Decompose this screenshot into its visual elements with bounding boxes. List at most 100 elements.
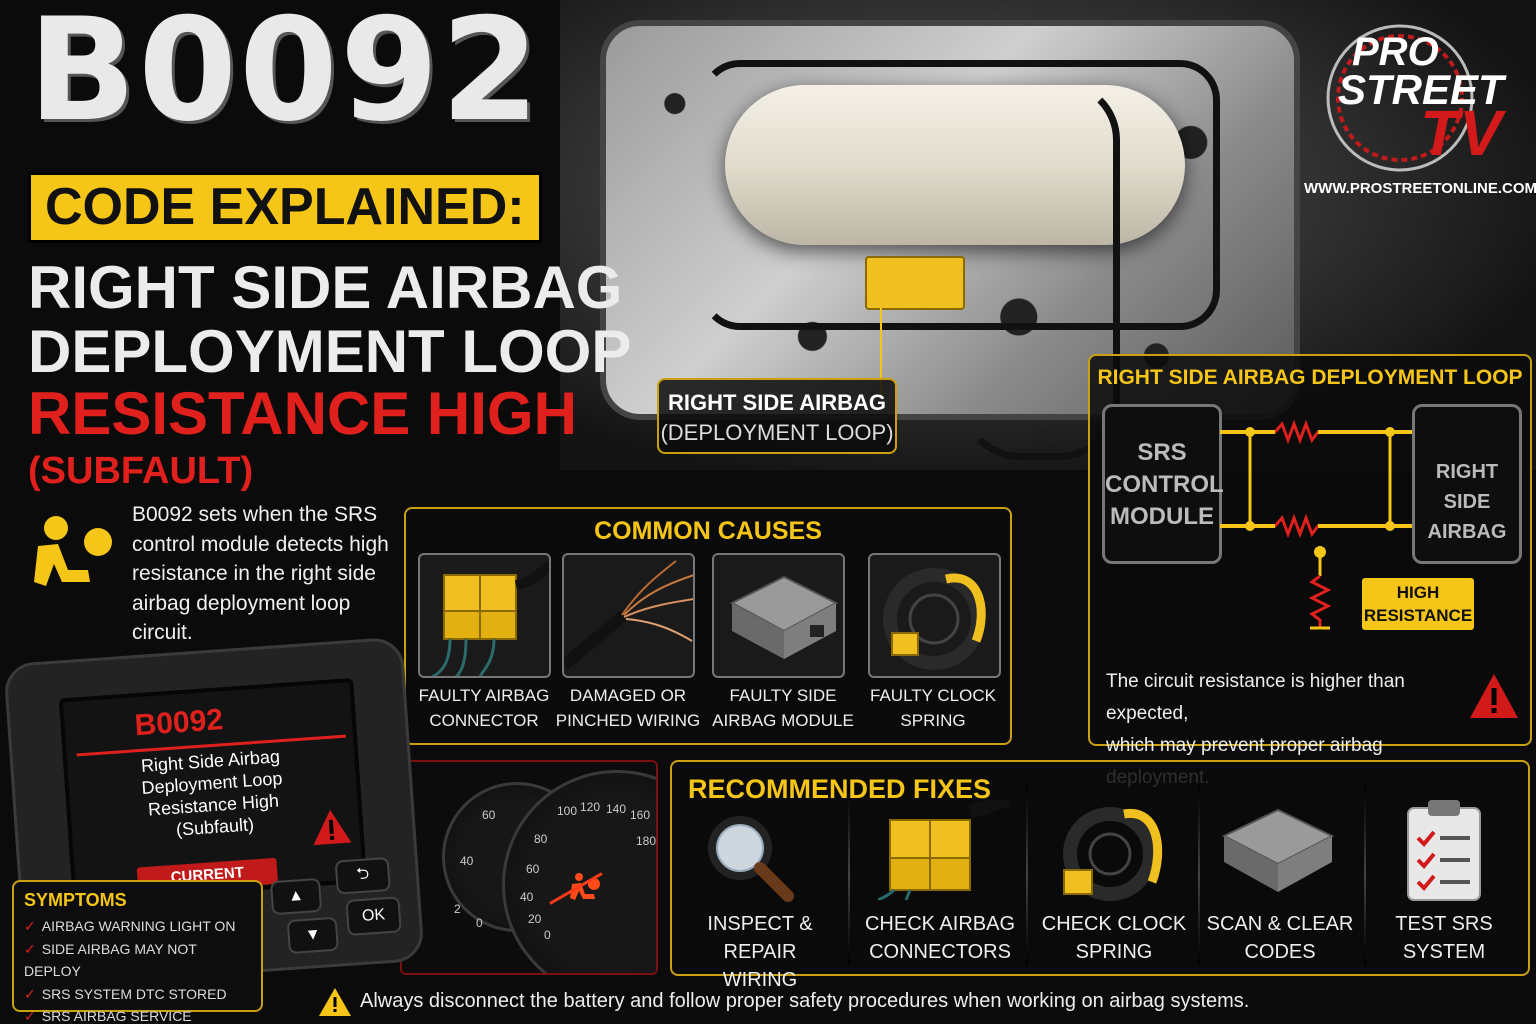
brand-url[interactable]: WWW.PROSTREETONLINE.COM [1304, 180, 1536, 197]
title-line-2: DEPLOYMENT LOOP [28, 318, 632, 385]
high-resistance-badge: HIGH RESISTANCE [1362, 578, 1474, 630]
connector-callout-line [880, 308, 882, 398]
cause-1-line-2: CONNECTOR [429, 711, 539, 730]
symptom-item: ✓ SRS AIRBAG SERVICE REQUIRED [24, 1005, 251, 1024]
badge-line-1: HIGH [1396, 583, 1440, 602]
connector-icon [878, 800, 1010, 900]
fix-label-scan-clear: SCAN & CLEAR CODES [1200, 910, 1360, 966]
symptom-item: ✓ SRS SYSTEM DTC STORED [24, 983, 251, 1006]
module-icon [729, 575, 839, 659]
symptom-item: ✓ AIRBAG WARNING LIGHT ON [24, 915, 251, 938]
fix-1-line-1: INSPECT & REPAIR [707, 913, 813, 963]
fix-2-line-2: CONNECTORS [869, 941, 1011, 963]
cause-3-line-1: FAULTY SIDE [729, 686, 837, 705]
wiring-harness [700, 60, 1220, 330]
fix-3-line-2: SPRING [1075, 941, 1153, 963]
airbag-warning-icon [34, 516, 112, 586]
checkmark-icon: ✓ [24, 985, 36, 1002]
deployment-loop-callout: RIGHT SIDE AIRBAG (DEPLOYMENT LOOP) [657, 378, 897, 454]
fix-label-test-srs: TEST SRS SYSTEM [1364, 910, 1524, 966]
cause-label-wiring: DAMAGED OR PINCHED WIRING [553, 683, 703, 733]
fix-5-line-2: SYSTEM [1402, 941, 1486, 963]
back-button[interactable]: ⮌ [334, 856, 391, 895]
speed-tick-140: 140 [606, 802, 627, 816]
speed-tick-120: 120 [580, 800, 601, 814]
scanner-screen: B0092 Right Side Airbag Deployment Loop … [58, 677, 368, 904]
loop-circuit-drawing [1220, 419, 1412, 630]
fix-divider [1364, 785, 1366, 965]
speed-tick-0: 0 [544, 928, 551, 942]
cause-label-module: FAULTY SIDE AIRBAG MODULE [708, 683, 858, 733]
symptom-2: SIDE AIRBAG MAY NOT DEPLOY [24, 940, 197, 980]
connector-icon [431, 561, 549, 676]
airbag-box-line-2: AIRBAG [1427, 521, 1507, 543]
srs-box-line-1: SRS [1137, 439, 1187, 466]
damaged-wiring-icon [564, 560, 693, 670]
title-line-3: RESISTANCE HIGH [28, 380, 577, 447]
ok-button[interactable]: OK [345, 896, 402, 936]
left-tick-1: 60 [482, 808, 496, 822]
recommended-fixes-title: RECOMMENDED FIXES [688, 774, 992, 804]
cause-1-line-1: FAULTY AIRBAG [418, 686, 550, 705]
up-arrow-button[interactable]: ▲ [269, 877, 323, 916]
speed-tick-40: 40 [520, 890, 534, 904]
fix-label-connectors: CHECK AIRBAG CONNECTORS [860, 910, 1020, 966]
fix-divider [1026, 785, 1028, 965]
cause-3-line-2: AIRBAG MODULE [712, 711, 854, 730]
down-arrow-button[interactable]: ▼ [286, 916, 339, 955]
recommended-fixes-panel: RECOMMENDED FIXES [670, 760, 1530, 976]
fix-label-clock-spring: CHECK CLOCK SPRING [1034, 910, 1194, 966]
dtc-code-title: B0092 [28, 0, 542, 153]
symptom-4: SRS AIRBAG SERVICE REQUIRED [41, 1008, 192, 1024]
srs-control-module-box: SRS CONTROL MODULE [1102, 404, 1224, 564]
cause-card-clock-spring [868, 553, 1001, 678]
fix-divider [1198, 785, 1200, 965]
clock-spring-icon [1063, 807, 1163, 901]
brand-logo: PRO STREET TV [1320, 18, 1520, 178]
right-side-airbag-box: RIGHT SIDE AIRBAG [1412, 404, 1522, 564]
airbag-box-line-1: RIGHT SIDE [1435, 461, 1499, 513]
loop-note-line-1: The circuit resistance is higher than ex… [1106, 671, 1405, 724]
magnifier-icon [708, 816, 794, 902]
cause-card-wiring [562, 553, 695, 678]
brand-pro: PRO [1352, 30, 1439, 74]
airbag-connector-image [865, 256, 965, 310]
badge-line-2: RESISTANCE [1363, 606, 1473, 625]
speed-tick-60: 60 [526, 862, 540, 876]
title-line-1: RIGHT SIDE AIRBAG [28, 254, 623, 321]
callout-line-1: RIGHT SIDE AIRBAG [668, 390, 886, 415]
wiring-harness-lower [960, 80, 1120, 460]
brand-tv: TV [1420, 97, 1502, 169]
symptoms-title: SYMPTOMS [24, 890, 127, 910]
fix-4-line-2: CODES [1244, 941, 1316, 963]
brand-street: STREET [1338, 66, 1504, 113]
fix-4-line-1: SCAN & CLEAR [1206, 913, 1354, 935]
safety-footer: Always disconnect the battery and follow… [360, 990, 1250, 1012]
checkmark-icon: ✓ [24, 918, 36, 934]
fix-divider [848, 785, 850, 965]
title-line-4: (SUBFAULT) [28, 450, 254, 492]
left-tick-4: 0 [476, 916, 483, 930]
speed-tick-160: 160 [630, 808, 651, 822]
fix-5-line-1: TEST SRS [1395, 913, 1493, 935]
cause-card-connector [418, 553, 551, 678]
left-tick-2: 40 [460, 854, 474, 868]
cause-label-connector: FAULTY AIRBAG CONNECTOR [409, 683, 559, 733]
obd-scanner-device: B0092 Right Side Airbag Deployment Loop … [3, 636, 425, 989]
cause-4-line-1: FAULTY CLOCK [870, 686, 996, 705]
warning-triangle-icon [319, 988, 351, 1016]
symptom-1: AIRBAG WARNING LIGHT ON [41, 918, 236, 934]
instrument-cluster: 60 40 2 0 100 120 140 160 180 80 60 40 2… [400, 760, 658, 975]
speed-tick-80: 80 [534, 832, 548, 846]
warning-triangle-icon [1470, 674, 1518, 718]
fix-3-line-1: CHECK CLOCK [1041, 913, 1187, 935]
srs-box-line-3: MODULE [1110, 503, 1214, 530]
speed-tick-180: 180 [636, 834, 657, 848]
cause-card-module [712, 553, 845, 678]
symptom-3: SRS SYSTEM DTC STORED [41, 985, 227, 1002]
loop-diagram-panel: RIGHT SIDE AIRBAG DEPLOYMENT LOOP SRS CO… [1088, 354, 1532, 788]
checkmark-icon: ✓ [24, 940, 36, 957]
scanner-code: B0092 [133, 703, 225, 743]
checkmark-icon: ✓ [24, 1008, 36, 1024]
speedometer-logo-icon [1326, 24, 1474, 172]
